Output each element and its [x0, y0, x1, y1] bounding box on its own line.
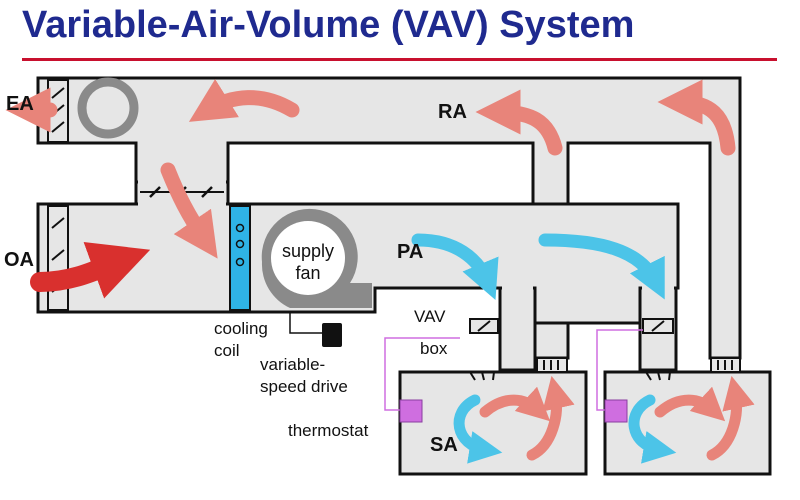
title-underline: [22, 58, 777, 61]
label-cooling-coil-2: coil: [214, 341, 240, 360]
label-vav-box-1: VAV: [414, 307, 446, 326]
variable-speed-drive: [289, 312, 342, 347]
exhaust-fan: [77, 77, 139, 139]
label-vav-box-2: box: [420, 339, 448, 358]
thermostat-2: [596, 329, 643, 423]
label-pa: PA: [397, 241, 423, 263]
page-title: Variable-Air-Volume (VAV) System: [22, 4, 635, 46]
label-ea: EA: [6, 93, 34, 115]
label-vsd-1: variable-: [260, 355, 325, 374]
label-oa: OA: [4, 249, 34, 271]
vav-box-1-duct: [498, 286, 537, 372]
vav-box-2-damper: [642, 318, 674, 334]
supply-diffusers: [469, 371, 671, 381]
label-supply-fan-1: supply: [282, 241, 334, 261]
exhaust-air-arrows: [5, 78, 300, 133]
zone-2-supply-arrows: [628, 375, 755, 464]
outdoor-air-arrow: [30, 242, 151, 299]
label-cooling-coil-1: cooling: [214, 319, 268, 338]
return-air-arrows: [160, 79, 736, 259]
cooling-coil: [229, 205, 251, 311]
label-supply-fan-2: fan: [295, 263, 320, 283]
vav-box-1-damper: [469, 318, 499, 334]
primary-air-arrows: [411, 233, 665, 300]
supply-fan: [261, 208, 372, 308]
label-vsd-2: speed drive: [260, 377, 348, 396]
thermostat-1: [384, 337, 460, 423]
outdoor-air-damper: [47, 205, 69, 311]
zone-1-supply-arrows: [453, 375, 575, 464]
label-ra: RA: [438, 101, 467, 123]
label-sa: SA: [430, 434, 458, 456]
label-thermostat: thermostat: [288, 421, 369, 440]
return-grilles: [536, 357, 741, 373]
